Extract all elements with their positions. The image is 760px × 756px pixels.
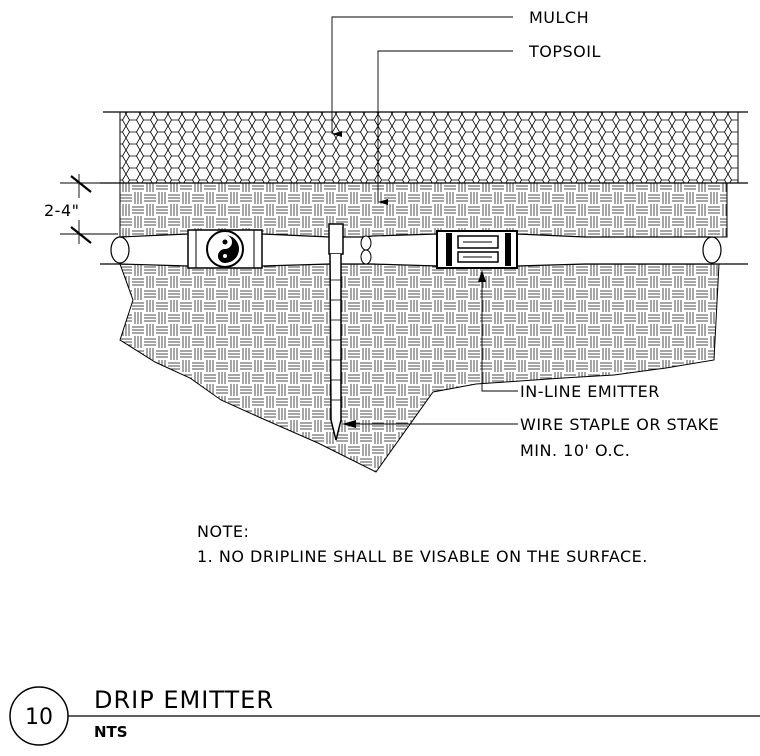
mulch-layer	[103, 111, 748, 184]
depth-dimension-text: 2-4"	[44, 201, 80, 220]
dripline-section-symbol	[187, 229, 263, 269]
note-heading: NOTE:	[197, 522, 249, 541]
topsoil-lower-mass	[100, 263, 748, 473]
mulch-label: MULCH	[529, 8, 589, 27]
wire-staple-label: WIRE STAPLE OR STAKE	[520, 415, 719, 434]
topsoil-label: TOPSOIL	[528, 42, 601, 61]
topsoil-leader	[377, 50, 513, 205]
dripline-pipe	[110, 233, 722, 267]
topsoil-upper-layer	[100, 182, 748, 238]
note-item-1: 1. NO DRIPLINE SHALL BE VISABLE ON THE S…	[197, 547, 648, 566]
title-block	[9, 686, 760, 746]
detail-scale: NTS	[94, 723, 128, 741]
depth-dimension	[42, 174, 118, 244]
mulch-leader	[331, 16, 513, 137]
detail-title: DRIP EMITTER	[94, 686, 274, 714]
wire-staple-leader	[342, 420, 518, 428]
inline-emitter-label: IN-LINE EMITTER	[520, 382, 660, 401]
inline-emitter-body	[436, 230, 518, 269]
wire-staple-spacing-label: MIN. 10' O.C.	[520, 441, 630, 460]
detail-number: 10	[25, 705, 53, 730]
inline-emitter-leader	[478, 270, 518, 392]
wire-staple	[328, 223, 344, 441]
